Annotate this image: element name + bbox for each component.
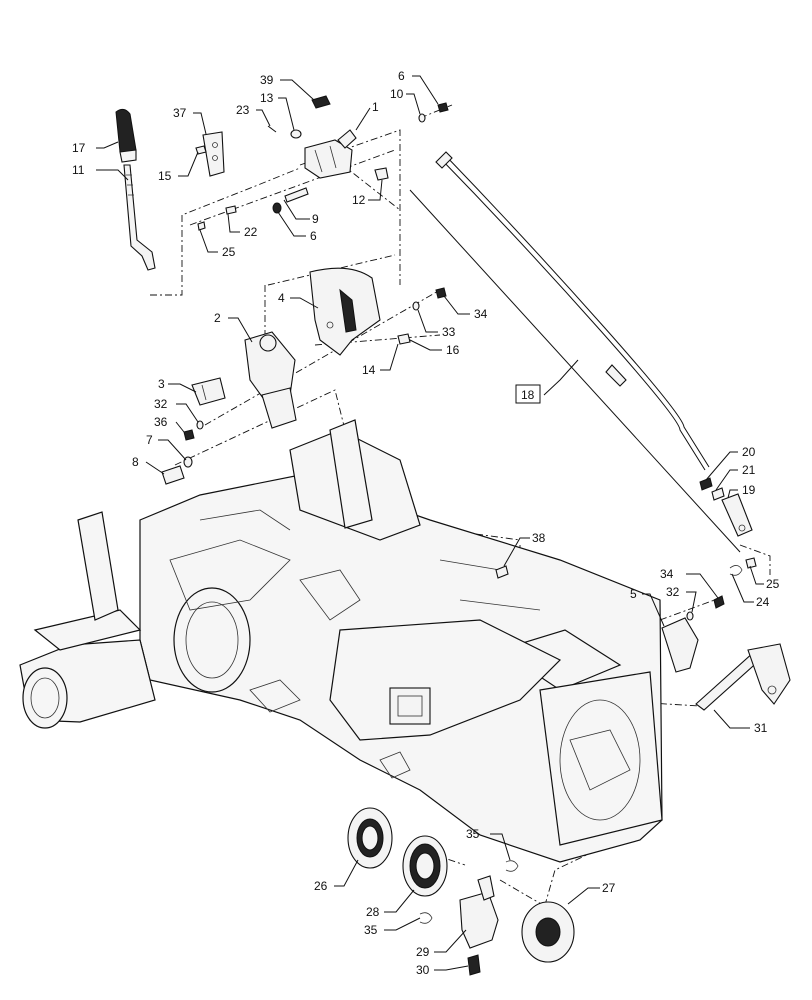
transmission-housing (19, 419, 663, 863)
callout-19: 19 (742, 483, 756, 497)
washer-33 (412, 301, 420, 311)
pin-25-right (745, 557, 757, 569)
callout-7: 7 (146, 433, 153, 447)
callout-35-upper: 35 (466, 827, 480, 841)
callout-37: 37 (173, 106, 187, 120)
nut-6-upper (437, 102, 449, 113)
callout-31: 31 (754, 721, 768, 735)
pin-22 (225, 205, 237, 215)
support-bracket-2 (244, 331, 297, 429)
washer-13 (290, 129, 302, 139)
bracket-3 (191, 377, 226, 406)
callout-28: 28 (366, 905, 380, 919)
callout-6-upper: 6 (398, 69, 405, 83)
callout-33: 33 (442, 325, 456, 339)
pin-38 (495, 565, 509, 579)
callout-15: 15 (158, 169, 172, 183)
callout-13: 13 (260, 91, 274, 105)
callout-1: 1 (372, 100, 379, 114)
callout-14: 14 (362, 363, 376, 377)
callout-10: 10 (390, 87, 404, 101)
callout-9: 9 (312, 212, 319, 226)
screw-30 (467, 954, 481, 976)
callout-18: 18 (521, 388, 535, 402)
plate-27 (521, 901, 575, 963)
callout-34-upper: 34 (474, 307, 488, 321)
callout-8: 8 (132, 455, 139, 469)
shift-block-1 (304, 129, 357, 179)
cable-nut-21 (711, 487, 725, 501)
bolt-34-upper (435, 287, 447, 299)
callout-3: 3 (158, 377, 165, 391)
pin-9 (284, 187, 309, 203)
bearing-28 (402, 835, 448, 897)
bolt-36 (183, 429, 195, 441)
callout-24: 24 (756, 595, 770, 609)
gear-lever-11 (123, 164, 156, 271)
callout-34-right: 34 (660, 567, 674, 581)
callout-12: 12 (352, 193, 366, 207)
ring-6-lower (272, 202, 282, 214)
callout-labels: 17 11 37 15 39 13 23 1 6 10 9 6 12 22 25… (72, 69, 780, 977)
callout-20: 20 (742, 445, 756, 459)
pin-25-upper (197, 221, 206, 231)
callout-25-upper: 25 (222, 245, 236, 259)
callout-32-left: 32 (154, 397, 168, 411)
callout-23: 23 (236, 103, 250, 117)
callout-11: 11 (72, 163, 85, 177)
gate-plate-4 (309, 267, 381, 356)
callout-39: 39 (260, 73, 274, 87)
callout-17: 17 (72, 141, 86, 155)
callout-26: 26 (314, 879, 328, 893)
callout-21: 21 (742, 463, 756, 477)
washer-10 (418, 113, 426, 123)
callout-29: 29 (416, 945, 430, 959)
callout-2: 2 (214, 311, 221, 325)
clip-35-lower (419, 912, 433, 924)
leader-lines (96, 75, 764, 971)
callout-22: 22 (244, 225, 258, 239)
callout-38: 38 (532, 531, 546, 545)
shift-cable-18 (409, 151, 741, 553)
clip-24 (729, 565, 743, 576)
pin-12 (374, 167, 389, 181)
bolt-8 (161, 465, 185, 485)
bolt-16 (397, 333, 411, 345)
seal-26 (347, 807, 393, 869)
callout-35-lower: 35 (364, 923, 378, 937)
callout-16: 16 (446, 343, 460, 357)
clevis-19 (721, 493, 753, 537)
callout-4: 4 (278, 291, 285, 305)
washer-32-right (686, 611, 694, 621)
callout-36: 36 (154, 415, 168, 429)
callout-18-box (515, 384, 541, 404)
callout-27: 27 (602, 881, 616, 895)
callout-25-right: 25 (766, 577, 780, 591)
spring-39 (311, 95, 331, 109)
bolt-34-right (713, 595, 725, 609)
bracket-5 (661, 617, 699, 673)
screw-15 (195, 145, 207, 155)
fork-29 (459, 875, 499, 949)
clip-35-upper (505, 860, 519, 872)
shaft-31 (695, 643, 791, 711)
callout-6-lower: 6 (310, 229, 317, 243)
pin-23 (267, 125, 277, 133)
callout-5: 5 (630, 587, 637, 601)
callout-30: 30 (416, 963, 430, 977)
callout-32-right: 32 (666, 585, 680, 599)
washer-32-left (196, 420, 204, 430)
bracket-37 (202, 131, 225, 177)
lever-knob-17 (115, 108, 137, 163)
